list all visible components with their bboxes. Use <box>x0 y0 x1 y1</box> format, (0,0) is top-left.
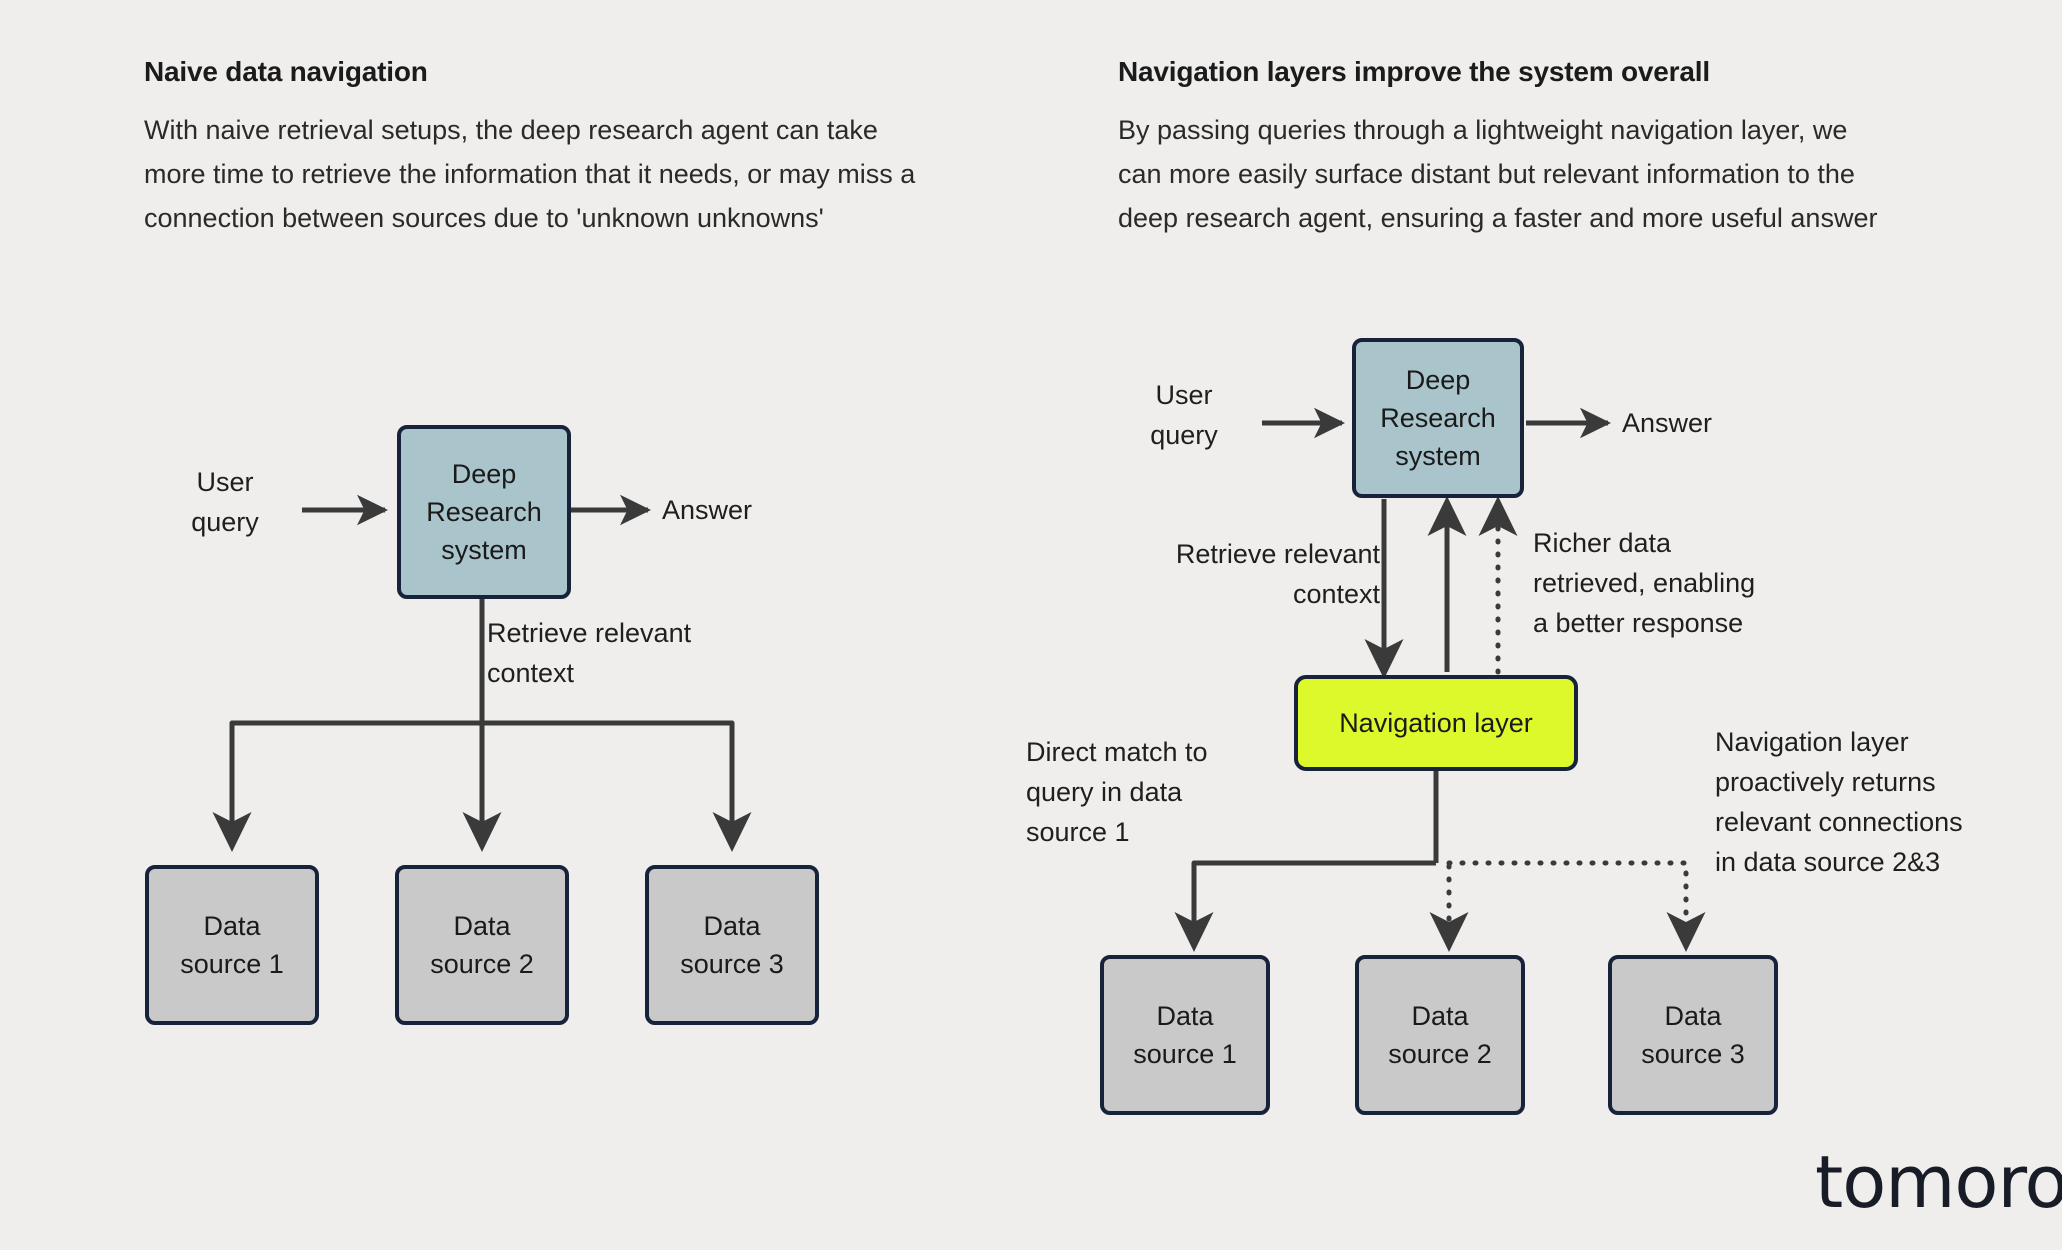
column-body-naive: With naive retrieval setups, the deep re… <box>144 115 916 233</box>
tomoro-logo: tomoro <box>1815 1140 2062 1224</box>
wire-left-corner-left <box>229 720 244 735</box>
wire-right-dot-bus <box>1446 860 1706 953</box>
left-answer-label: Answer <box>662 495 753 525</box>
column-body-navlayers: By passing queries through a lightweight… <box>1118 115 1878 233</box>
navigation-layer-node[interactable]: Navigation layer <box>1294 675 1578 771</box>
right-answer-label: Answer <box>1622 408 1713 438</box>
column-heading-naive: Naive data navigation <box>144 56 428 87</box>
wire-left-corner-right <box>720 720 735 735</box>
wire-right-bus-solid <box>1174 860 1436 953</box>
column-heading-navlayers: Navigation layers improve the system ove… <box>1118 56 1710 87</box>
